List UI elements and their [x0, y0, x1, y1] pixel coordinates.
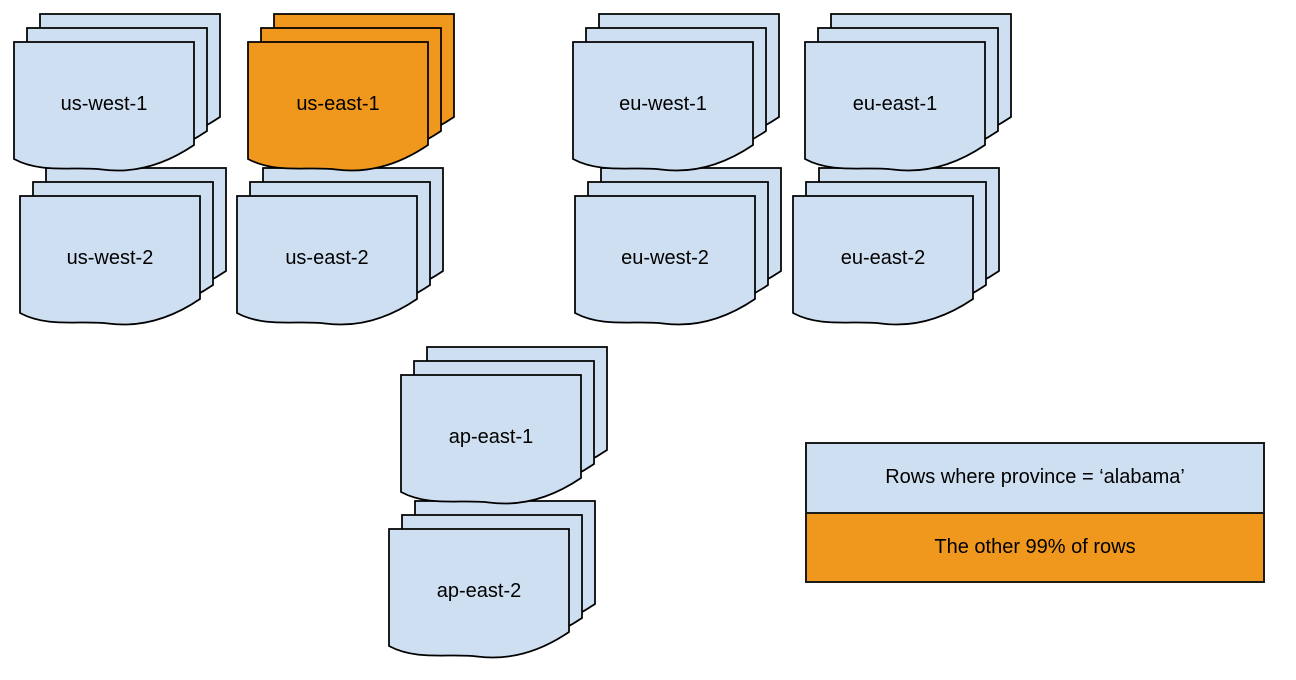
legend-item-label: Rows where province = ‘alabama’: [885, 466, 1185, 489]
stacked-documents-icon: us-west-2: [19, 167, 227, 326]
stack-ap-east-1: ap-east-1: [400, 346, 609, 509]
stacked-documents-icon: us-east-1: [247, 13, 455, 172]
region-label: ap-east-1: [449, 426, 534, 448]
legend: Rows where province = ‘alabama’ The othe…: [805, 442, 1265, 583]
legend-item-other-rows: The other 99% of rows: [807, 511, 1263, 581]
stack-us-west-2: us-west-2: [19, 167, 228, 330]
region-label: eu-east-2: [841, 247, 926, 269]
stacked-documents-icon: us-east-2: [236, 167, 444, 326]
stack-us-west-1: us-west-1: [13, 13, 222, 176]
stacked-documents-icon: ap-east-2: [388, 500, 596, 659]
stack-eu-east-1: eu-east-1: [804, 13, 1013, 176]
stack-eu-west-1: eu-west-1: [572, 13, 781, 176]
stacked-documents-icon: eu-east-1: [804, 13, 1012, 172]
stack-ap-east-2: ap-east-2: [388, 500, 597, 663]
stacked-documents-icon: ap-east-1: [400, 346, 608, 505]
legend-item-alabama-rows: Rows where province = ‘alabama’: [807, 444, 1263, 512]
region-label: us-west-1: [61, 93, 148, 115]
region-label: eu-west-1: [619, 93, 707, 115]
legend-item-label: The other 99% of rows: [934, 535, 1136, 558]
stack-us-east-1: us-east-1: [247, 13, 456, 176]
region-label: ap-east-2: [437, 580, 522, 602]
stacked-documents-icon: us-west-1: [13, 13, 221, 172]
stacked-documents-icon: eu-east-2: [792, 167, 1000, 326]
stack-eu-west-2: eu-west-2: [574, 167, 783, 330]
region-label: us-east-1: [296, 93, 379, 115]
region-label: eu-west-2: [621, 247, 709, 269]
stack-us-east-2: us-east-2: [236, 167, 445, 330]
stacked-documents-icon: eu-west-2: [574, 167, 782, 326]
region-label: us-east-2: [285, 247, 368, 269]
stacked-documents-icon: eu-west-1: [572, 13, 780, 172]
region-label: eu-east-1: [853, 93, 938, 115]
stack-eu-east-2: eu-east-2: [792, 167, 1001, 330]
region-label: us-west-2: [67, 247, 154, 269]
